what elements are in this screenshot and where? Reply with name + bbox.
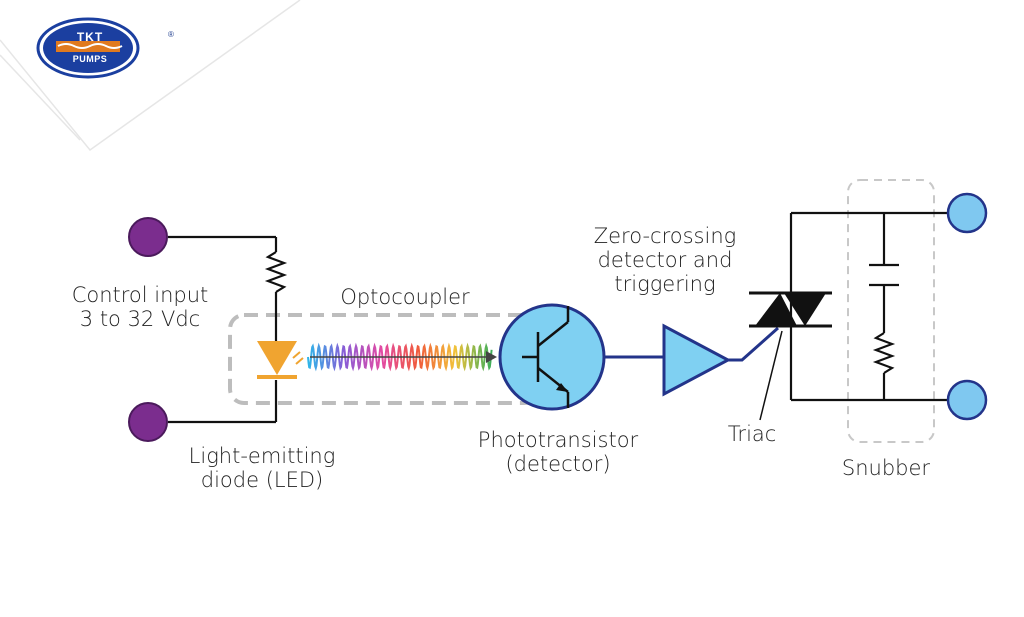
led-icon <box>257 341 304 379</box>
input-terminal-negative <box>128 402 168 442</box>
control-input-label: Control input 3 to 32 Vdc <box>60 283 220 331</box>
triac-label: Triac <box>727 422 777 446</box>
phototransistor-label: Phototransistor (detector) <box>468 428 648 476</box>
background-decor-lines <box>0 0 301 152</box>
control-input-line-1: Control input <box>71 283 209 307</box>
led-label-line-1: Light-emitting <box>188 444 336 468</box>
zero-crossing-label: Zero-crossing detector and triggering <box>575 224 755 296</box>
triac-icon <box>749 291 832 421</box>
control-input-line-2: 3 to 32 Vdc <box>79 307 201 331</box>
input-resistor <box>264 251 288 293</box>
registered-mark: ® <box>168 30 174 39</box>
input-terminal-positive <box>128 217 168 257</box>
zero-crossing-line-1: Zero-crossing <box>593 224 737 248</box>
logo-top-text: TKT <box>76 30 104 44</box>
input-wiring <box>168 235 288 424</box>
light-arrow-head-icon <box>486 351 497 363</box>
logo-emblem-icon <box>36 17 140 79</box>
zero-crossing-line-3: triggering <box>614 272 716 296</box>
snubber-dashed-box <box>847 179 935 443</box>
emitter-arrow-icon <box>556 383 568 392</box>
gate-wire <box>728 326 779 362</box>
zero-crossing-detector <box>662 323 732 397</box>
logo-bottom-text: PUMPS <box>72 54 108 64</box>
phototransistor-line-2: (detector) <box>505 452 611 476</box>
tkt-pumps-logo: TKT PUMPS ® <box>36 16 174 80</box>
output-wiring <box>789 211 948 402</box>
light-wave <box>307 342 497 372</box>
optocoupler-label: Optocoupler <box>340 285 470 309</box>
led-label: Light-emitting diode (LED) <box>172 444 352 492</box>
phototransistor-line-1: Phototransistor <box>477 428 639 452</box>
output-terminal-top <box>946 192 988 234</box>
phototransistor <box>498 303 606 411</box>
output-terminal-bottom <box>946 379 988 421</box>
snubber-label: Snubber <box>841 456 931 480</box>
led-label-line-2: diode (LED) <box>200 468 324 492</box>
snubber-resistor <box>872 332 896 374</box>
zero-crossing-line-2: detector and <box>597 248 733 272</box>
